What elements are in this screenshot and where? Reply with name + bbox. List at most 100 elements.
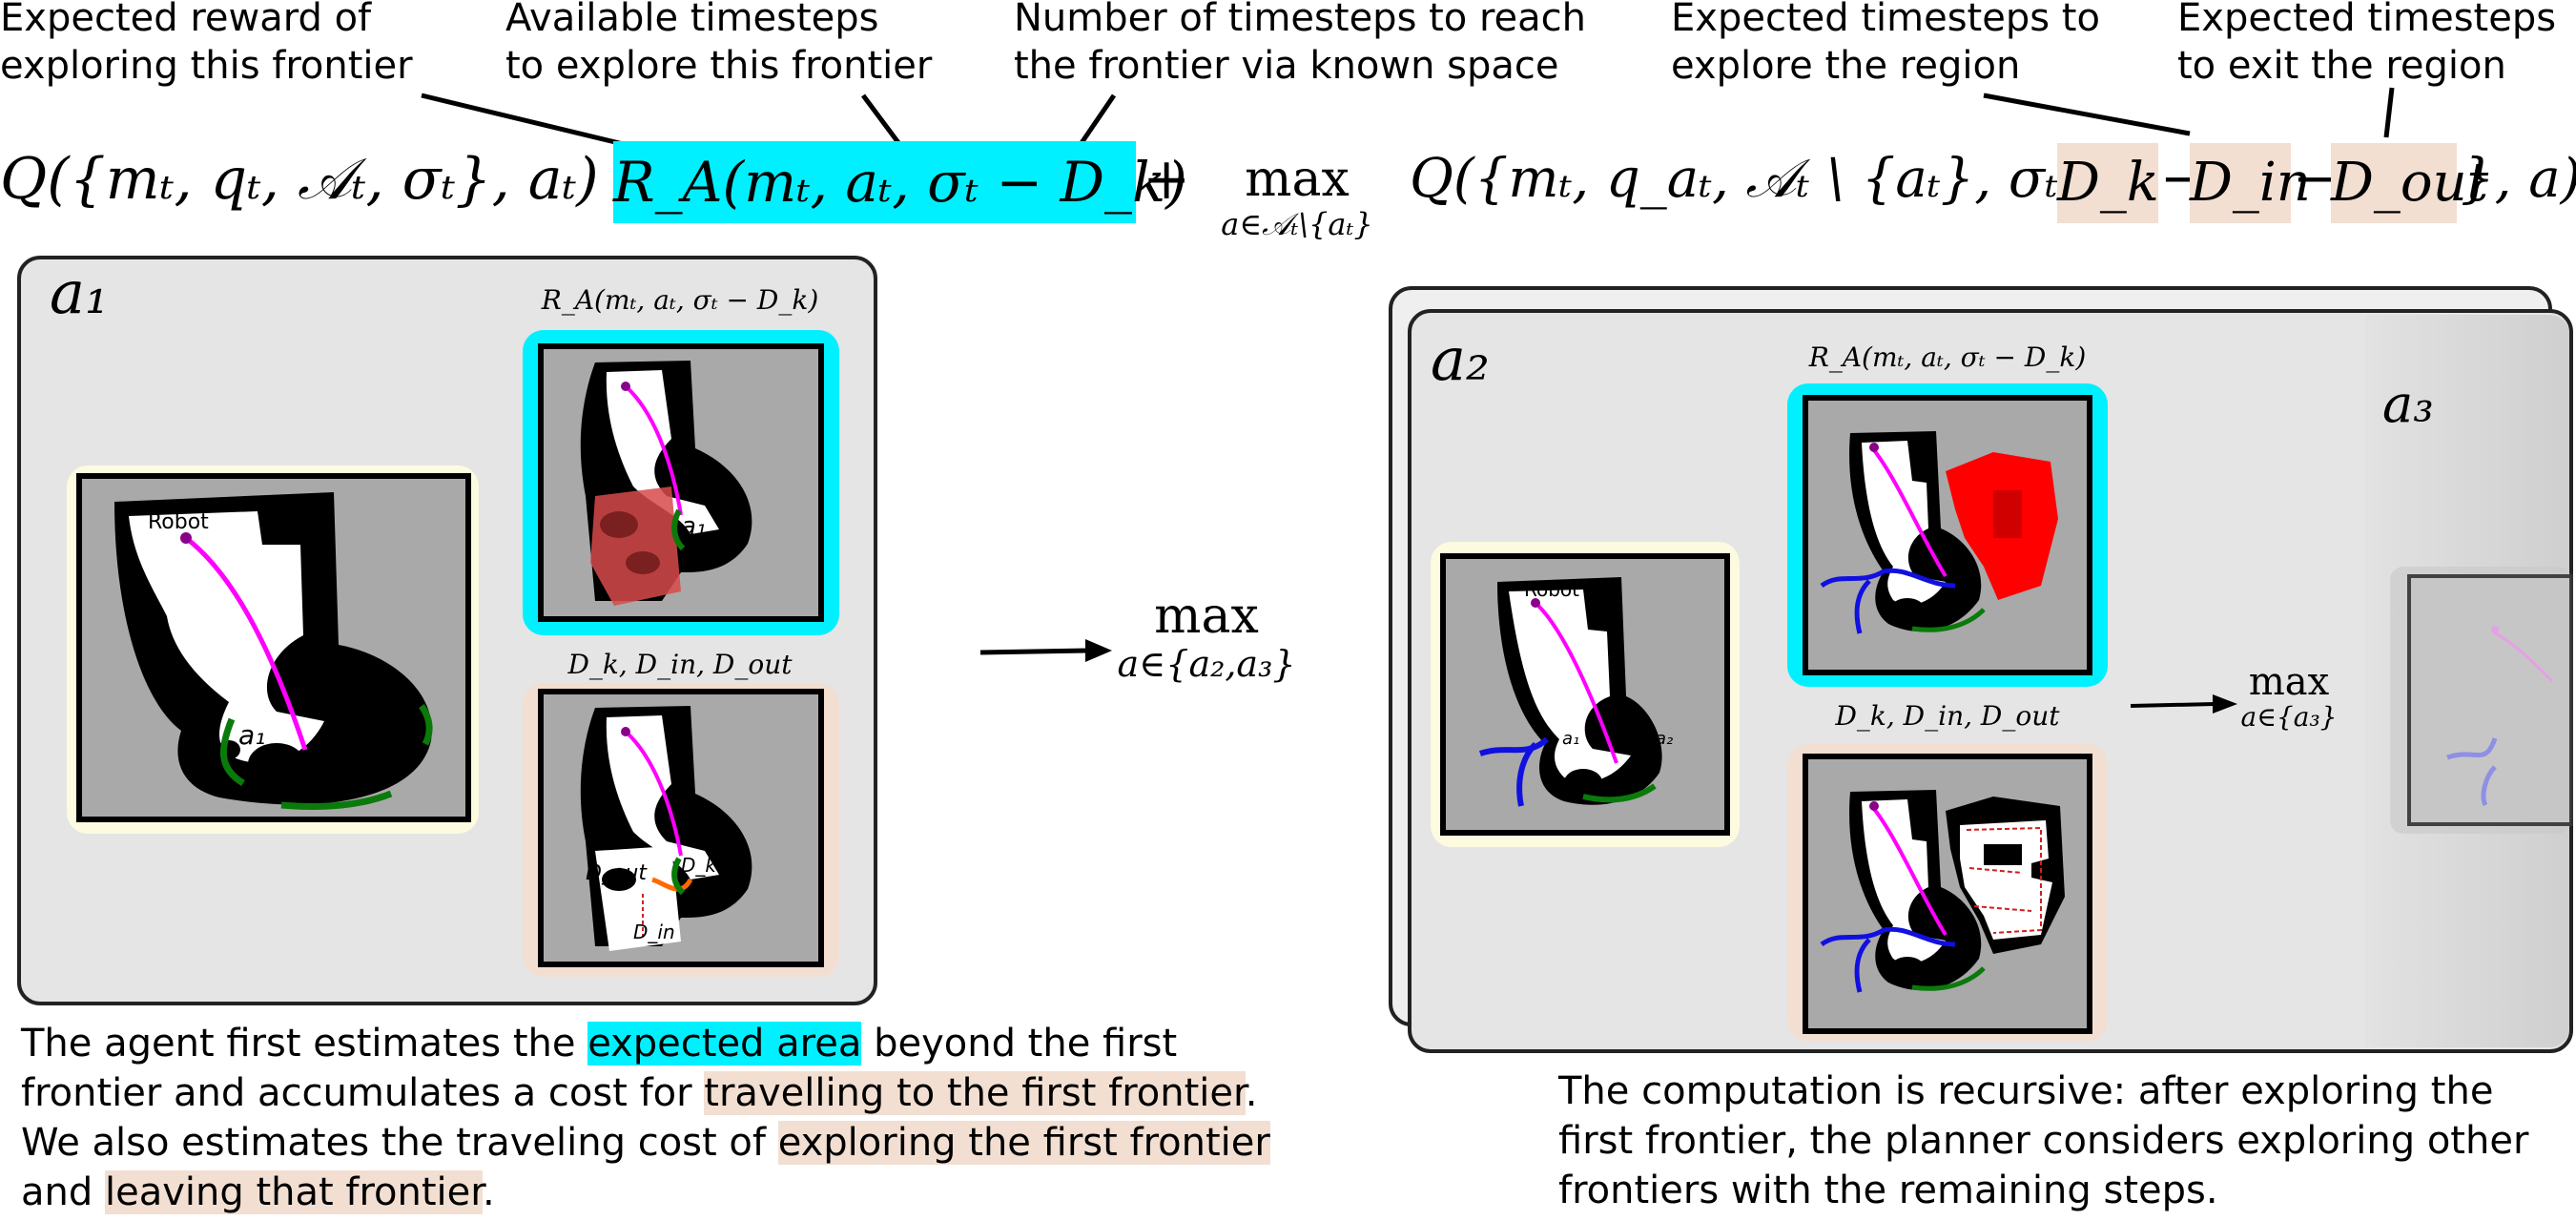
robot-path xyxy=(624,730,683,857)
label-dout: D_out xyxy=(586,861,648,885)
a1-cost-box-label: D_k, D_in, D_out xyxy=(567,649,793,680)
a2-cost-map xyxy=(1803,754,2092,1034)
map-obstacle xyxy=(1890,598,1925,621)
caption-left-text: and xyxy=(21,1170,105,1214)
robot-marker xyxy=(1869,443,1879,452)
equation-din-term: D_in xyxy=(2190,143,2311,223)
caption-right: The computation is recursive: after expl… xyxy=(1558,1069,2529,1212)
label-dk: D_k xyxy=(681,854,717,877)
a3-faded-map xyxy=(2390,567,2573,834)
panel-a3-symbol: a₃ xyxy=(2382,374,2434,434)
annotation-available-timesteps: Available timesteps to explore this fron… xyxy=(505,0,933,88)
robot-path xyxy=(1534,601,1618,764)
map-free-space xyxy=(1862,799,1946,963)
label-a1: a₁ xyxy=(681,512,706,541)
frontier-a3 xyxy=(1582,783,1657,803)
middle-max-word: max xyxy=(1154,588,1259,645)
a2-reward-map: a₂ xyxy=(1803,395,2092,675)
map-free-space xyxy=(129,511,324,763)
annotation-expected-reward: Expected reward of exploring this fronti… xyxy=(0,0,413,88)
branch-blue-left xyxy=(1478,736,1550,756)
branch-blue-left xyxy=(1820,568,1956,589)
label-a2: a₂ xyxy=(1656,729,1673,749)
label-a1: a₁ xyxy=(1562,729,1579,749)
a1-reward-map: a₁ xyxy=(538,343,824,622)
right-max-operator: max a∈{a₃} xyxy=(2222,662,2356,733)
map-obstacle xyxy=(1564,769,1602,796)
label-a3: a₃ xyxy=(324,769,351,800)
annotation-timesteps-to-reach: Number of timesteps to reach the frontie… xyxy=(1014,0,1587,88)
robot-marker xyxy=(1869,801,1879,811)
map-free-space xyxy=(606,715,719,880)
panel-a1-symbol: a₁ xyxy=(50,258,109,327)
equation-q-close: }, a) xyxy=(2461,148,2576,210)
region-blob xyxy=(626,551,660,574)
right-arrow xyxy=(2130,694,2237,714)
region-blob xyxy=(600,511,638,538)
label-a1: a₁ xyxy=(238,719,265,751)
region-detail xyxy=(1993,490,2022,538)
region-obstacle xyxy=(602,868,636,891)
region-obstacle xyxy=(1984,844,2022,865)
frontier-a1 xyxy=(671,508,686,551)
robot-label: Robot xyxy=(148,510,209,534)
robot-path xyxy=(624,384,683,516)
caption-left-highlight-leaving: leaving that frontier xyxy=(104,1170,484,1214)
frontier-a2 xyxy=(419,703,433,746)
middle-max-operator: max a∈{a₂,a₃} xyxy=(1097,590,1316,685)
annotation-timesteps-exit-region: Expected timesteps to exit the region xyxy=(2177,0,2557,88)
map-free-space xyxy=(1509,590,1631,782)
caption-left-text: . We also estimates the traveling cost o… xyxy=(21,1071,1258,1165)
pointer-explore-region xyxy=(1983,93,2191,136)
a2-map-overview: Robot a₁ a₂ a₃ xyxy=(1440,553,1730,836)
robot-label: Robot xyxy=(1524,578,1579,601)
robot-marker xyxy=(621,382,630,391)
frontier-a3 xyxy=(280,790,393,810)
frontier xyxy=(1911,966,1986,991)
equation-max-word: max xyxy=(1245,151,1350,208)
robot-path xyxy=(1872,807,1947,937)
a1-reward-box-label: R_A(mₜ, aₜ, σₜ − D_k) xyxy=(541,284,819,316)
map-free-space xyxy=(1862,441,1946,605)
robot-marker xyxy=(1531,598,1540,608)
frontier-a1 xyxy=(219,717,245,787)
arrow-head xyxy=(2213,694,2237,714)
branch-blue-down xyxy=(1854,579,1871,634)
equation-minus-2: − xyxy=(2293,148,2338,210)
label-a3: a₃ xyxy=(1631,762,1648,782)
a1-cost-map: D_out D_k D_in xyxy=(538,689,824,967)
right-max-subscript: a∈{a₃} xyxy=(2240,701,2338,733)
map-obstacle xyxy=(248,743,305,785)
right-max-word: max xyxy=(2248,660,2330,704)
branch-blue-down xyxy=(1854,938,1871,993)
a2-cost-box-label: D_k, D_in, D_out xyxy=(1835,700,2060,732)
panel-a2-symbol: a₂ xyxy=(1431,324,1490,394)
robot-path xyxy=(184,536,308,751)
caption-left-highlight-expected-area: expected area xyxy=(587,1022,862,1066)
map-obstacle xyxy=(1890,957,1925,980)
annotation-pointer-lines xyxy=(421,87,2395,157)
equation-dk-term: D_k xyxy=(2057,143,2159,223)
caption-left-text: The agent first estimates the xyxy=(21,1022,588,1066)
equation-max-operator: max a∈𝒜ₜ\{aₜ} xyxy=(1183,153,1412,242)
frontier xyxy=(671,857,686,896)
middle-max-subscript: a∈{a₂,a₃} xyxy=(1117,643,1296,685)
label-a2: a₂ xyxy=(355,719,381,751)
caption-left-text: . xyxy=(483,1170,495,1214)
equation-lhs: Q({mₜ, qₜ, 𝒜ₜ, σₜ}, aₜ) = xyxy=(0,146,666,213)
caption-left-highlight-travelling: travelling to the first frontier xyxy=(704,1071,1246,1115)
annotation-timesteps-explore-region: Expected timesteps to explore the region xyxy=(1671,0,2100,88)
label-a2: a₂ xyxy=(1955,583,1971,601)
a1-map-overview: Robot a₁ a₂ a₃ xyxy=(76,473,471,822)
region-traversal xyxy=(1966,826,2042,934)
caption-left: The agent first estimates the expected a… xyxy=(21,1019,1270,1217)
cost-path xyxy=(651,877,693,892)
frontier-a2 xyxy=(1911,608,1986,632)
middle-arrow xyxy=(979,639,1112,662)
expected-region-free xyxy=(1960,820,2052,940)
label-din: D_in xyxy=(633,921,675,943)
caption-left-text: beyond the first frontier and accumulate… xyxy=(21,1022,1178,1115)
equation-dout-term: D_out xyxy=(2331,143,2488,223)
arrow-head xyxy=(1085,639,1112,662)
branch-blue-left xyxy=(1820,926,1956,947)
